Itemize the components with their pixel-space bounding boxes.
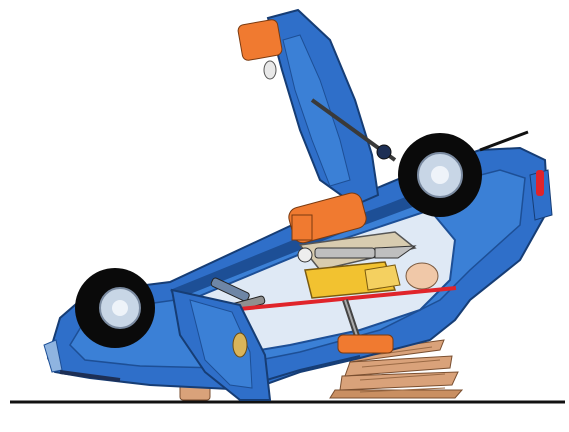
occupant-head <box>406 263 438 289</box>
opened-door <box>264 10 395 205</box>
wheel-rear <box>398 133 482 217</box>
wheel-front <box>75 268 155 348</box>
